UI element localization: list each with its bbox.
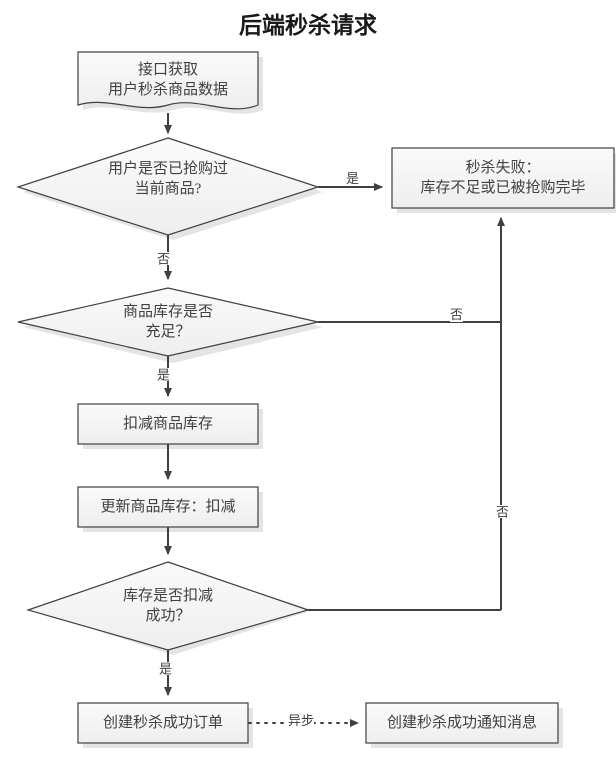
edge-label-stock-enough-no: 否	[450, 307, 464, 322]
edge-label-stock-enough-yes: 是	[155, 368, 170, 381]
page-title: 后端秒杀请求	[239, 13, 377, 38]
edge-label-async: 异步	[288, 713, 315, 728]
edge-label-deduct-success-no: 否	[494, 505, 509, 518]
edge-label-already-bought-no: 否	[155, 252, 170, 265]
edge-label-already-bought-yes: 是	[346, 171, 360, 186]
edge-label-deduct-success-yes: 是	[157, 662, 172, 675]
